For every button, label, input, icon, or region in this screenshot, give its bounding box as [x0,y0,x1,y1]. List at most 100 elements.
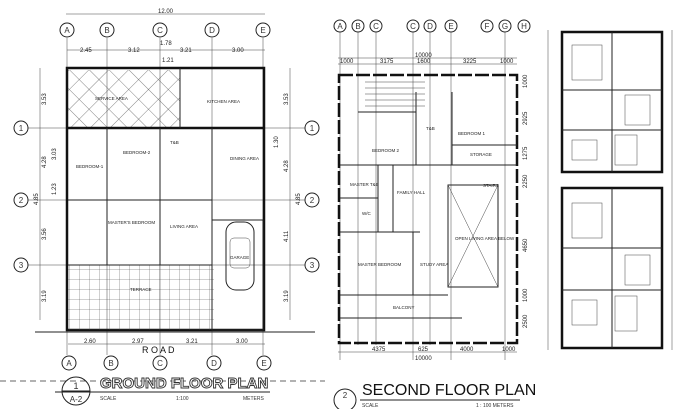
room-label: OPEN LIVING AREA BELOW [455,236,515,241]
dim: 3.00 [232,48,244,54]
scale-label: SCALE [362,403,379,409]
room-label: FAMILY HALL [397,190,426,195]
scale-value: 1 : 100 METERS [476,403,514,409]
dim: 3.19 [42,290,48,302]
dim: 1.21 [162,58,174,64]
dim: 4.11 [284,230,290,242]
grid-bubble: A [64,26,70,35]
dim: 3.21 [180,48,192,54]
dim: 625 [418,347,429,353]
dim: 1600 [417,59,431,65]
grid-bubble: C [157,26,163,35]
dim: 2.97 [132,339,144,345]
room-label: BEDROOM-2 [123,150,151,155]
dim: 3225 [463,59,477,65]
sheet-number: 2 [343,391,348,400]
dim: 4.85 [296,193,302,205]
grid-bubble: A [66,359,72,368]
grid-bubble: D [427,22,433,31]
scale-label: SCALE [100,396,117,402]
grid-bubble: 2 [310,196,315,205]
dim: 1000 [340,59,354,65]
dim: 2250 [523,174,529,188]
overall-width-dim: 12.00 [158,9,174,15]
grid-bubble: 1 [19,124,24,133]
dim: 10000 [415,356,432,362]
grid-bubble: 2 [19,196,24,205]
dim: 1000 [523,288,529,302]
grid-bubble: B [104,26,109,35]
room-label: STUDY AREA [420,262,448,267]
dim: 4.28 [284,160,290,172]
room-label: BEDROOM 2 [372,148,400,153]
dim: 3.53 [284,93,290,105]
dim: 4.85 [34,193,40,205]
dim: 2925 [523,111,529,125]
dim: 3175 [380,59,394,65]
grid-bubble: B [108,359,113,368]
grid-bubble: 3 [19,261,24,270]
grid-bubble: C [410,22,416,31]
room-label: DINING AREA [230,156,259,161]
grid-bubble: H [521,22,527,31]
dim: 2.60 [84,339,96,345]
dim: 1000 [500,59,514,65]
dim: 1.78 [160,41,172,47]
units: METERS [243,396,265,402]
room-label: W/C [362,211,371,216]
room-label: BALCONY [393,305,415,310]
grid-bubble: E [260,26,265,35]
grid-bubble: E [261,359,266,368]
grid-bubble: C [373,22,379,31]
grid-bubble: D [211,359,217,368]
dim: 4375 [372,347,386,353]
column-grid: A B C C D E F G H [333,19,531,360]
room-label: MASTER BEDROOM [358,262,402,267]
scale-value: 1:100 [176,396,189,402]
dim: 1.30 [274,136,280,148]
dim: 1000 [502,347,516,353]
room-label: GARAGE [230,255,249,260]
ground-floor-plan: 12.00 2.45 3.12 3.21 3.00 1.78 1.21 A B … [0,9,325,406]
unit-plan-lower [560,186,664,350]
dim: 1275 [523,146,529,160]
dim: 3.56 [42,228,48,240]
dim: 3.21 [186,339,198,345]
dim: 4650 [523,238,529,252]
second-floor-title: SECOND FLOOR PLAN [362,382,536,399]
grid-bubble: C [157,359,163,368]
grid-bubble: E [448,22,453,31]
dim: 3.12 [128,48,140,54]
sheet-number: 1 [73,381,78,391]
room-label: LIVING AREA [170,224,198,229]
road-label: R O A D [142,345,175,355]
room-label: TERRACE [130,287,152,292]
dim: 2.45 [80,48,92,54]
room-label: MASTER T&B [350,182,379,187]
dim: 4.28 [42,156,48,168]
dim: 3.19 [284,290,290,302]
room-label: T&B [170,140,179,145]
dim: 4000 [460,347,474,353]
grid-bubble: G [502,22,508,31]
dim: 10000 [415,53,432,59]
grid-bubble: F [485,22,490,31]
unit-plan-upper [560,30,664,174]
room-label: T&B [426,126,435,131]
room-label: BEDROOM-1 [76,164,104,169]
second-floor-plan: A B C C D E F G H 10000 1000 3175 1600 3… [333,19,536,409]
dim: 3.00 [236,339,248,345]
room-label: SERVICE AREA [95,96,128,101]
grid-bubble: 3 [310,261,315,270]
ground-floor-title: GROUND FLOOR PLAN [100,375,268,392]
room-label: MASTER'S BEDROOM [108,220,155,225]
room-label: STORAGE [470,152,492,157]
grid-bubble: B [355,22,360,31]
grid-bubble: D [209,26,215,35]
grid-bubble: A [337,22,343,31]
room-label: KITCHEN AREA [207,99,240,104]
sheet-ref: A-2 [70,395,83,404]
unit-plans-panel [547,30,673,350]
